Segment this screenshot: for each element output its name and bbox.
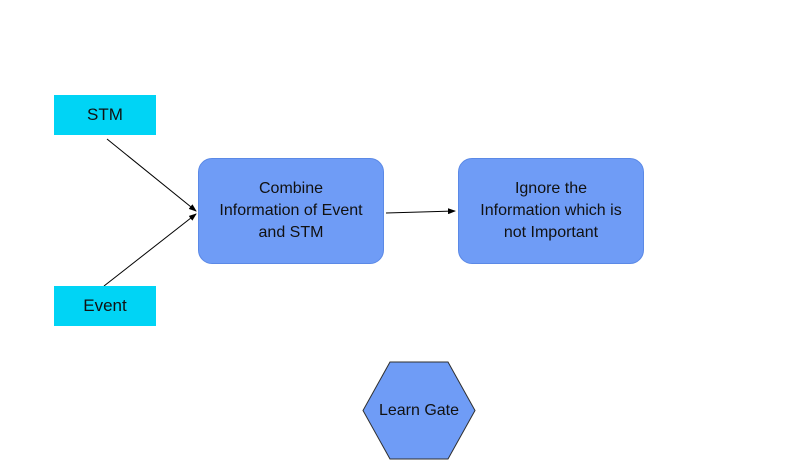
stm-label: STM (87, 105, 123, 124)
event-label: Event (83, 296, 127, 315)
stm-node: STM (54, 95, 156, 135)
arrow-event-to-combine (103, 213, 197, 287)
learn-gate-node: Learn Gate (362, 361, 476, 460)
hexagon-shape (362, 361, 476, 460)
arrow-stm-to-combine (106, 138, 197, 212)
event-node: Event (54, 286, 156, 326)
ignore-node: Ignore the Information which is not Impo… (458, 158, 644, 264)
learn-gate-label: Learn Gate (378, 401, 460, 419)
combine-label: Combine Information of Event and STM (219, 180, 363, 241)
arrow-combine-to-ignore (385, 208, 456, 215)
combine-node: Combine Information of Event and STM (198, 158, 384, 264)
ignore-label: Ignore the Information which is not Impo… (480, 180, 622, 241)
